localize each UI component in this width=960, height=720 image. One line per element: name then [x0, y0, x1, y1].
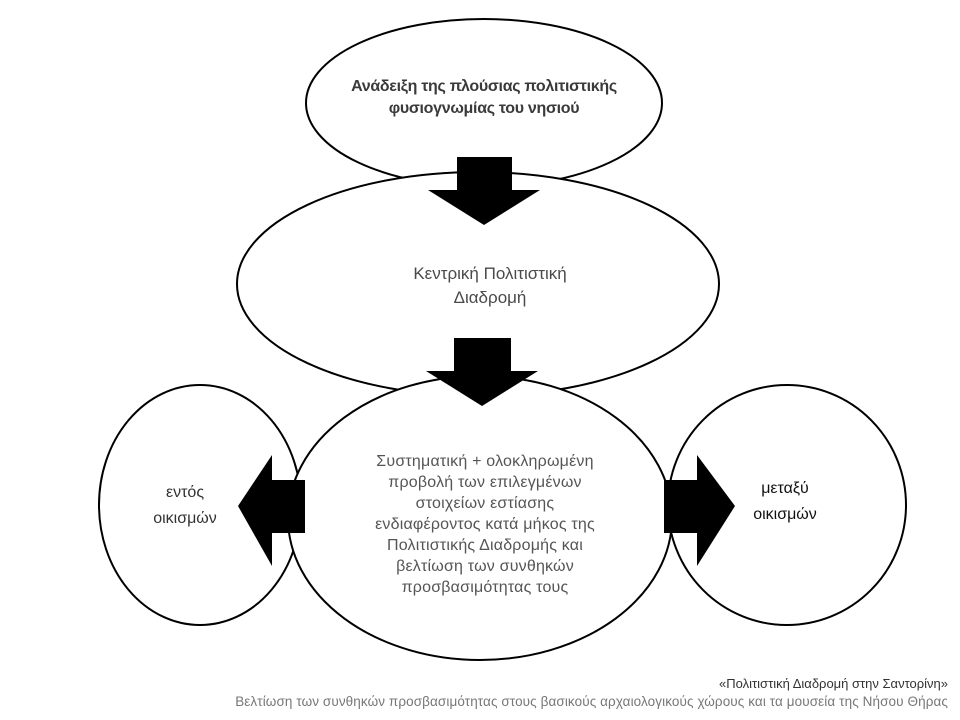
- center-node-line: Κεντρική Πολιτιστική: [413, 264, 567, 283]
- bottom-node-line: προβολή των επιλεγμένων: [388, 473, 582, 491]
- right-arrow: [664, 455, 735, 566]
- top-node-line: φυσιογνωμίας του νησιού: [388, 100, 580, 117]
- bottom-node-line: στοιχείων εστίασης: [415, 494, 555, 512]
- right-node-line: μεταξύ: [761, 480, 809, 497]
- left-arrow: [238, 455, 305, 566]
- center-node-line: Διαδρομή: [453, 288, 527, 307]
- bottom-node-line: βελτίωση των συνθηκών: [396, 557, 574, 575]
- top-node-label: Ανάδειξη της πλούσιας πολιτιστικής φυσιο…: [310, 72, 658, 124]
- bottom-node-label: Συστηματική + ολοκληρωμένη προβολή των ε…: [335, 446, 635, 602]
- left-node-label: εντός οικισμών: [130, 478, 240, 534]
- top-node-line: Ανάδειξη της πλούσιας πολιτιστικής: [351, 78, 617, 95]
- bottom-node-line: Συστηματική + ολοκληρωμένη: [376, 452, 594, 470]
- down-arrow-top: [428, 157, 540, 225]
- right-node-label: μεταξύ οικισμών: [730, 474, 840, 530]
- bottom-node-line: προσβασιμότητας τους: [401, 578, 569, 596]
- caption-subtitle: Βελτίωση των συνθηκών προσβασιμότητας στ…: [235, 694, 948, 709]
- right-node-line: οικισμών: [753, 506, 817, 523]
- caption-title: «Πολιτιστική Διαδρομή στην Σαντορίνη»: [719, 676, 948, 691]
- down-arrow-center: [426, 338, 538, 406]
- left-node-line: οικισμών: [153, 510, 217, 527]
- bottom-node-line: ενδιαφέροντος κατά μήκος της: [375, 515, 595, 533]
- left-node-line: εντός: [165, 484, 205, 501]
- center-node-label: Κεντρική Πολιτιστική Διαδρομή: [340, 258, 640, 314]
- bottom-node-line: Πολιτιστικής Διαδρομής και: [387, 536, 583, 554]
